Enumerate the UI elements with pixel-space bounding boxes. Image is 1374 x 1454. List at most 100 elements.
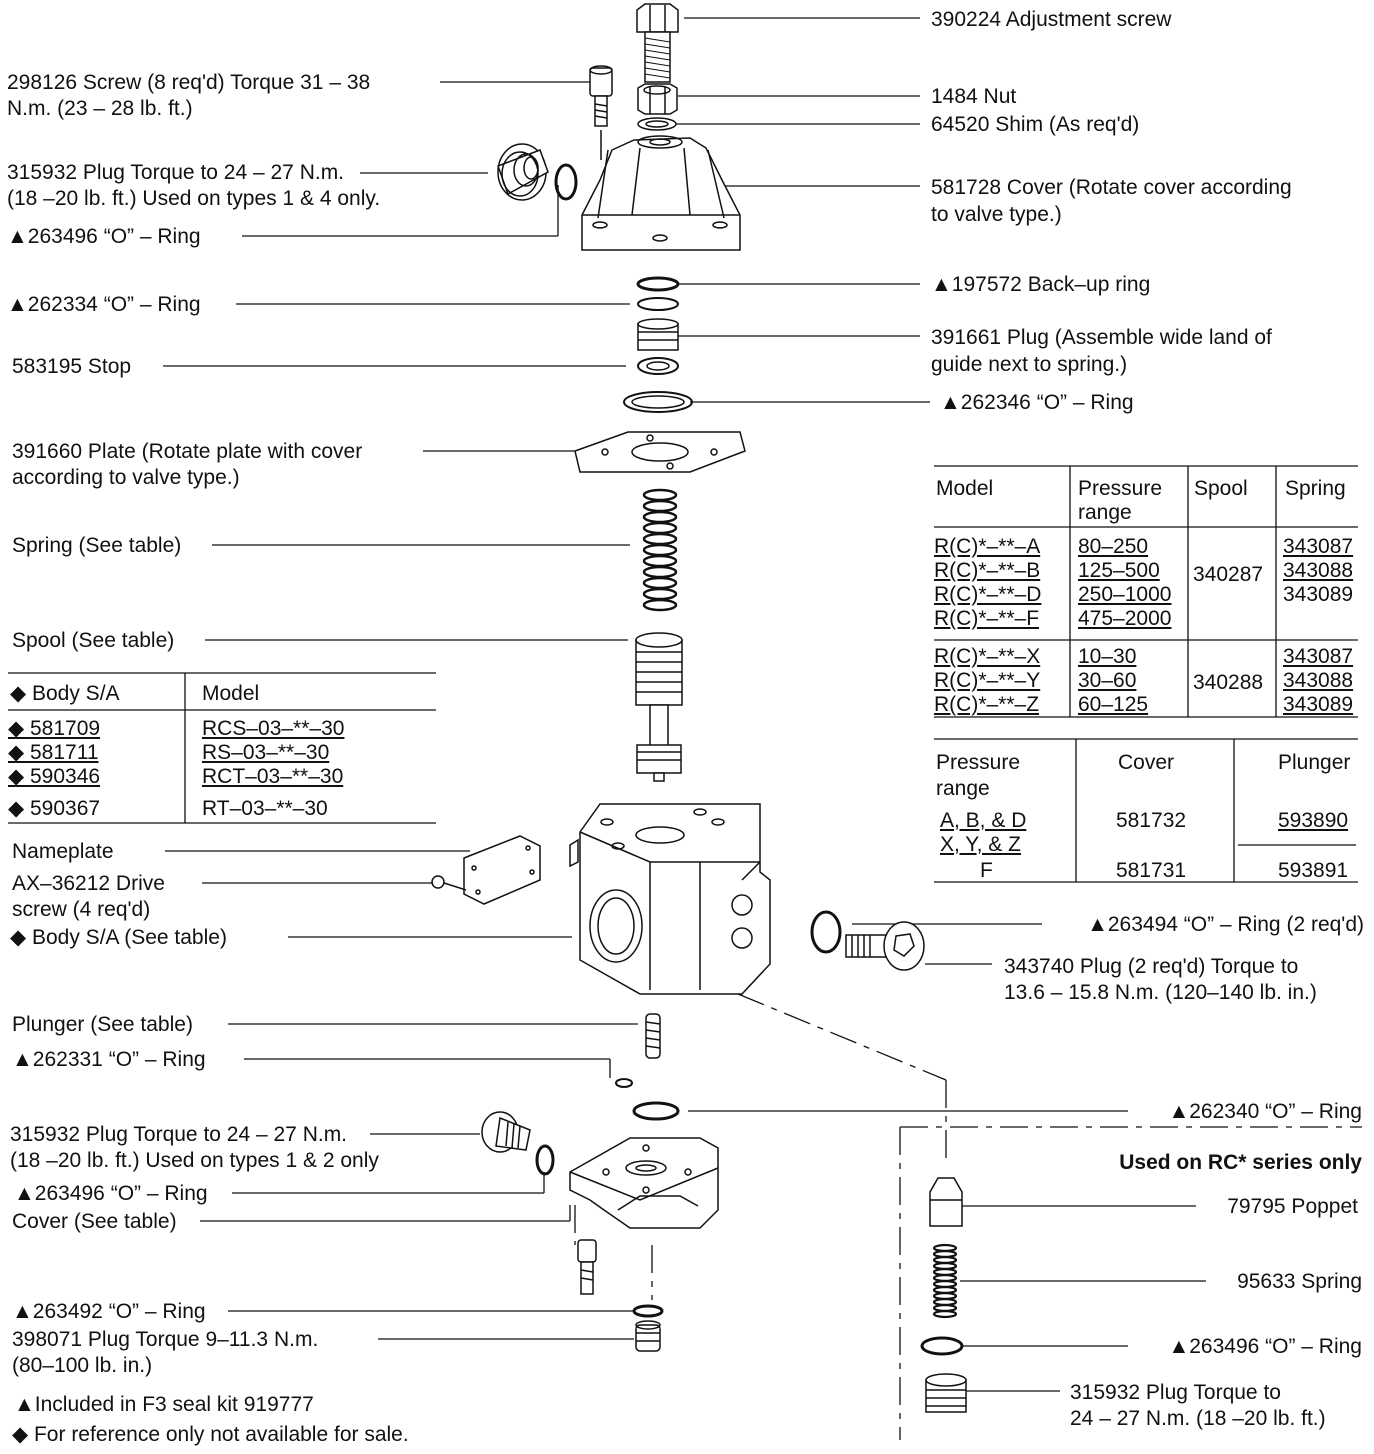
rc-spring-part (932, 1243, 958, 1319)
top-o-ring-part (554, 163, 578, 201)
range-cell: 250–1000 (1078, 583, 1172, 606)
label-stop-583195: 583195 Stop (12, 355, 132, 378)
range-cell: 125–500 (1078, 559, 1160, 582)
label-oring-262346: ▲262346 “O” – Ring (940, 391, 1134, 414)
spring-cell: 343088 (1283, 559, 1354, 582)
label-plug-391661-2: guide next to spring.) (931, 353, 1128, 376)
rc-plug-part (925, 1373, 967, 1413)
cover-cell: 581731 (1116, 859, 1187, 882)
label-oring-263496-bot: ▲263496 “O” – Ring (14, 1182, 208, 1205)
leader-lines (163, 17, 1206, 1392)
cover-table-header-pressure: Pressure (936, 751, 1021, 774)
label-screw-298126-2: N.m. (23 – 28 lb. ft.) (7, 97, 193, 120)
body-table-header-model: Model (202, 682, 260, 705)
model-table-header-spring: Spring (1285, 477, 1346, 500)
label-oring-262331: ▲262331 “O” – Ring (12, 1048, 206, 1071)
range-cell: 475–2000 (1078, 607, 1172, 630)
top-cover-part (581, 135, 741, 251)
label-plug-315932-rc-2: 24 – 27 N.m. (18 –20 lb. ft.) (1070, 1407, 1326, 1430)
nut-part (637, 83, 678, 115)
label-plug-315932-bot-1: 315932 Plug Torque to 24 – 27 N.m. (10, 1123, 348, 1146)
label-plug-398071-2: (80–100 lb. in.) (12, 1354, 153, 1377)
label-shim: 64520 Shim (As req'd) (931, 113, 1140, 136)
label-spool-see-table: Spool (See table) (12, 629, 175, 652)
label-body-sa: ◆ Body S/A (See table) (10, 926, 227, 949)
spool-cell: 340288 (1193, 671, 1264, 694)
adjustment-screw-part (636, 3, 679, 83)
plunger-cell: 593891 (1278, 859, 1349, 882)
o-ring-262340-part (632, 1101, 680, 1121)
bottom-cover-part (569, 1137, 719, 1229)
label-plug-315932-rc-1: 315932 Plug Torque to (1070, 1381, 1281, 1404)
model-table-header-pressure: Pressure (1078, 477, 1163, 500)
body-table-cell: RS–03–**–30 (202, 741, 330, 764)
label-backup-ring: ▲197572 Back–up ring (931, 273, 1151, 296)
body-table-header-body: ◆ Body S/A (10, 682, 120, 705)
side-o-ring-part (810, 910, 842, 954)
bottom-o-ring-part (535, 1144, 555, 1176)
cover-table-rules (934, 738, 1358, 883)
spring-cell: 343087 (1283, 645, 1354, 668)
range-cell: 80–250 (1078, 535, 1149, 558)
screw-298126-part (589, 65, 613, 160)
model-cell: R(C)*–**–X (934, 645, 1041, 668)
label-plug-391661-1: 391661 Plug (Assemble wide land of (931, 326, 1272, 349)
plate-part (574, 431, 746, 473)
cover-table-header-cover: Cover (1118, 751, 1175, 774)
label-plug-315932-top-2: (18 –20 lb. ft.) Used on types 1 & 4 onl… (7, 187, 381, 210)
top-plug-part (497, 143, 549, 201)
note-reference-only: ◆ For reference only not available for s… (12, 1423, 409, 1446)
dashed-lines (574, 993, 1362, 1440)
range-cell: 60–125 (1078, 693, 1149, 716)
label-cover-top-2: to valve type.) (931, 203, 1062, 226)
model-table-rules (934, 465, 1358, 718)
body-table-cell: RCT–03–**–30 (202, 765, 344, 788)
label-oring-263496-rc: ▲263496 “O” – Ring (1168, 1335, 1362, 1358)
cover-range-cell: X, Y, & Z (940, 833, 1021, 856)
spool-part (635, 632, 683, 782)
label-adjustment-screw: 390224 Adjustment screw (931, 8, 1172, 31)
label-plate-391660-1: 391660 Plate (Rotate plate with cover (12, 440, 363, 463)
body-table-cell: ◆ 590367 (8, 797, 101, 820)
stack-rings (623, 276, 693, 413)
label-plug-315932-bot-2: (18 –20 lb. ft.) Used on types 1 & 2 onl… (10, 1149, 379, 1172)
body-part (569, 803, 771, 995)
model-cell: R(C)*–**–Z (934, 693, 1040, 716)
label-oring-262334: ▲262334 “O” – Ring (7, 293, 201, 316)
model-table-header-model: Model (936, 477, 994, 500)
cover-cell: 581732 (1116, 809, 1187, 832)
o-ring-263492-part (632, 1304, 664, 1318)
rc-o-ring-part (920, 1336, 964, 1356)
small-o-ring-part (615, 1078, 633, 1088)
spring-cell: 343089 (1283, 583, 1354, 606)
spring-cell: 343088 (1283, 669, 1354, 692)
label-cover-top-1: 581728 Cover (Rotate cover according (931, 176, 1292, 199)
plunger-cell: 593890 (1278, 809, 1349, 832)
label-plug-315932-top-1: 315932 Plug Torque to 24 – 27 N.m. (7, 161, 345, 184)
bottom-screw-part (577, 1239, 597, 1295)
body-table-cell: ◆ 590346 (8, 765, 101, 788)
label-poppet: 79795 Poppet (1227, 1195, 1358, 1218)
label-spring-see-table: Spring (See table) (12, 534, 182, 557)
label-plug-343740-2: 13.6 – 15.8 N.m. (120–140 lb. in.) (1004, 981, 1317, 1004)
model-cell: R(C)*–**–Y (934, 669, 1041, 692)
cover-table-header-range: range (936, 777, 990, 800)
label-screw-298126-1: 298126 Screw (8 req'd) Torque 31 – 38 (7, 71, 371, 94)
label-plug-343740-1: 343740 Plug (2 req'd) Torque to (1004, 955, 1299, 978)
body-table-cell: ◆ 581711 (8, 741, 99, 764)
cover-range-cell: A, B, & D (940, 809, 1027, 832)
label-oring-263492: ▲263492 “O” – Ring (12, 1300, 206, 1323)
cover-range-cell: F (980, 859, 993, 882)
note-seal-kit: ▲Included in F3 seal kit 919777 (14, 1393, 314, 1416)
spring-part (642, 488, 678, 612)
range-cell: 30–60 (1078, 669, 1137, 692)
body-table-cell: ◆ 581709 (8, 717, 101, 740)
label-plug-398071-1: 398071 Plug Torque 9–11.3 N.m. (12, 1328, 319, 1351)
label-oring-262340: ▲262340 “O” – Ring (1168, 1100, 1362, 1123)
label-drive-screw-1: AX–36212 Drive (12, 872, 165, 895)
side-plug-part (845, 921, 925, 971)
range-cell: 10–30 (1078, 645, 1137, 668)
label-drive-screw-2: screw (4 req'd) (12, 898, 151, 921)
plunger-part (645, 1013, 661, 1059)
